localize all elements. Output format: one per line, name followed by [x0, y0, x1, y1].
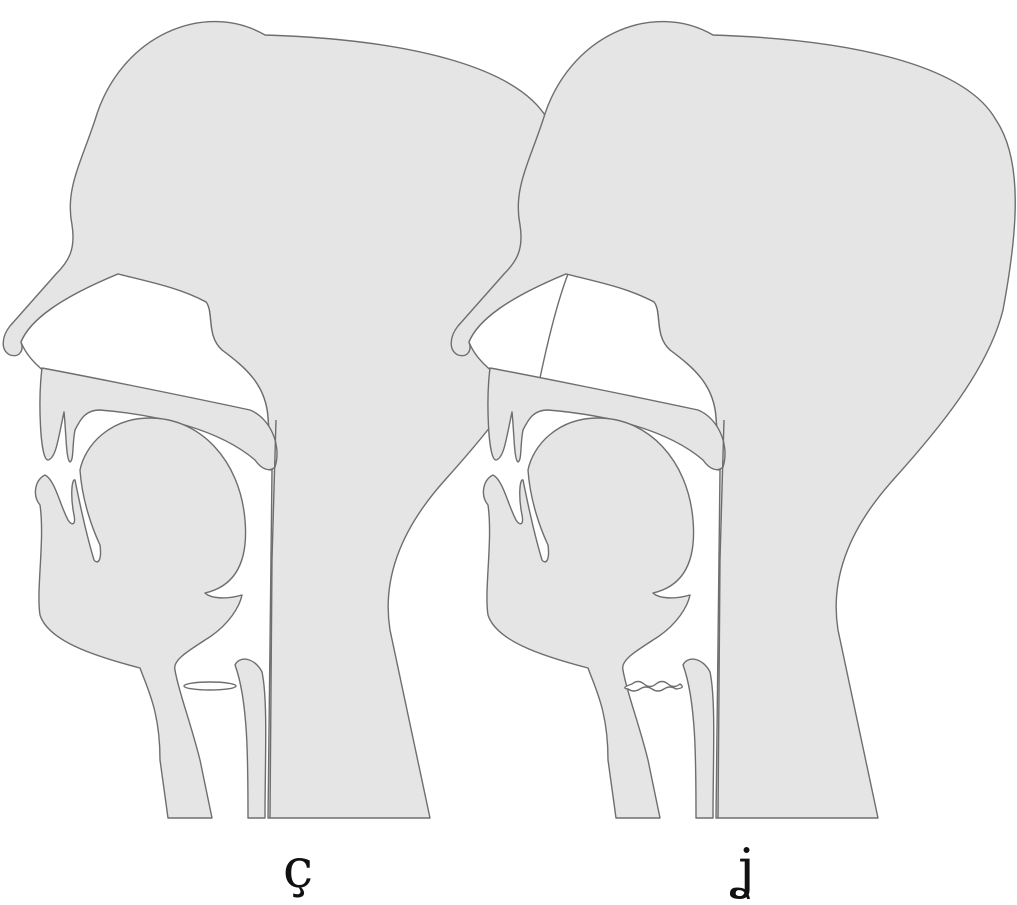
phoneme-label-left: ç: [238, 836, 358, 902]
head-outline: [451, 22, 1015, 818]
vocal-folds-open: [184, 682, 236, 690]
head-outline: [3, 22, 567, 818]
lower-jaw: [483, 418, 693, 818]
larynx: [683, 659, 714, 818]
panel-right-sagittal-head: [451, 22, 1015, 818]
phoneme-label-right: ʝ: [685, 836, 805, 902]
lower-jaw: [35, 418, 245, 818]
panel-left-sagittal-head: [3, 22, 567, 818]
vocal-folds-vibrating: [625, 682, 682, 692]
larynx: [235, 659, 266, 818]
